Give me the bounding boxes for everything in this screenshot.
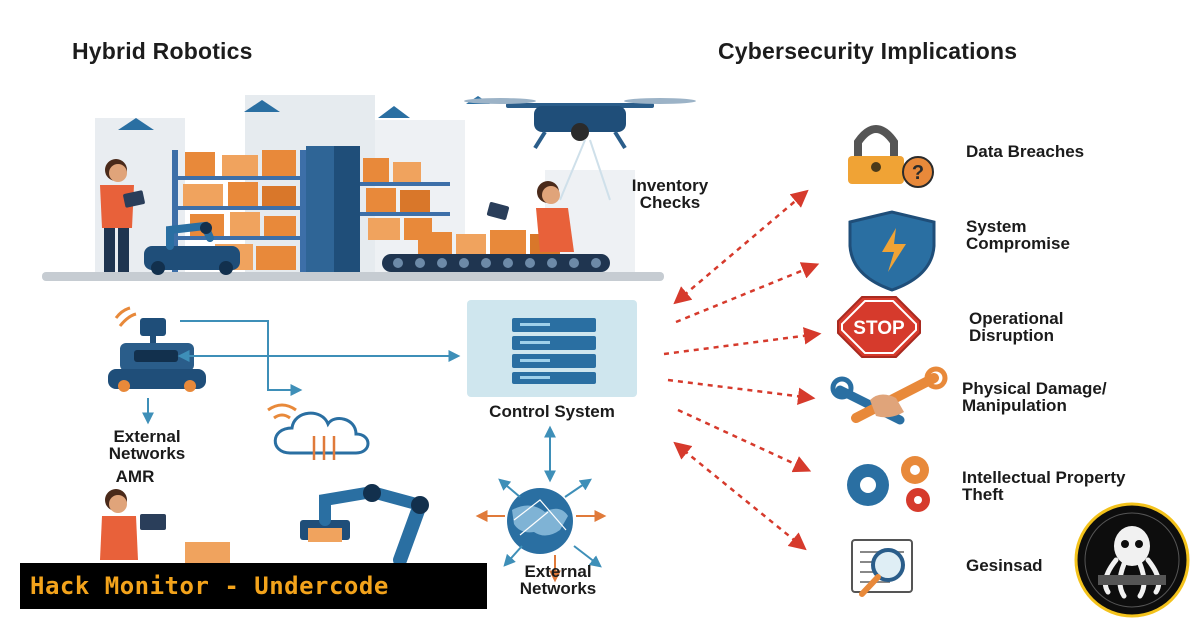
gears-icon [847,456,930,512]
svg-text:?: ? [912,162,924,184]
network-connectors [142,320,556,483]
implication-label-gesinsad: Gesinsad [966,556,1043,575]
globe-icon [507,488,573,554]
label-control-system: Control System [489,402,615,421]
implication-arrows [663,189,822,551]
shield-bolt-icon [848,210,936,292]
implication-label-operational-disruption: Operational Disruption [969,309,1064,345]
drone-icon [464,98,696,201]
octopus-logo [1074,502,1190,618]
banner-text: Hack Monitor - Undercode [30,572,389,600]
document-magnifier-icon [851,539,913,597]
implication-label-system-compromise: System Compromise [966,217,1070,253]
label-external-networks-bottom: External Networks [519,562,597,598]
globe-arrows-blue [498,478,602,568]
stop-sign-icon: STOP [837,296,921,358]
label-external-networks-left: External Networks [108,427,186,463]
label-inventory-checks: Inventory Checks [631,176,709,212]
stop-sign-text: STOP [853,318,905,339]
implication-label-data-breaches: Data Breaches [966,142,1085,161]
amr-robot-icon [108,306,206,392]
heading-hybrid-robotics: Hybrid Robotics [72,38,253,64]
hack-monitor-banner: Hack Monitor - Undercode [20,563,487,609]
worker-tablet-icon [100,489,230,564]
implication-label-ip-theft: Intellectual Property Theft [962,468,1126,504]
control-system-server-icon [467,300,637,397]
label-amr: AMR [115,467,155,486]
globe-arrows [475,510,607,583]
robot-arm-icon [300,484,429,567]
heading-cybersecurity-implications: Cybersecurity Implications [718,38,1018,64]
warehouse-scene [42,95,696,281]
cloud-icon [267,403,370,460]
wrench-hand-icon [830,366,948,425]
implication-label-physical-damage: Physical Damage/ Manipulation [962,379,1107,415]
padlock-question-icon: ? [848,125,934,188]
